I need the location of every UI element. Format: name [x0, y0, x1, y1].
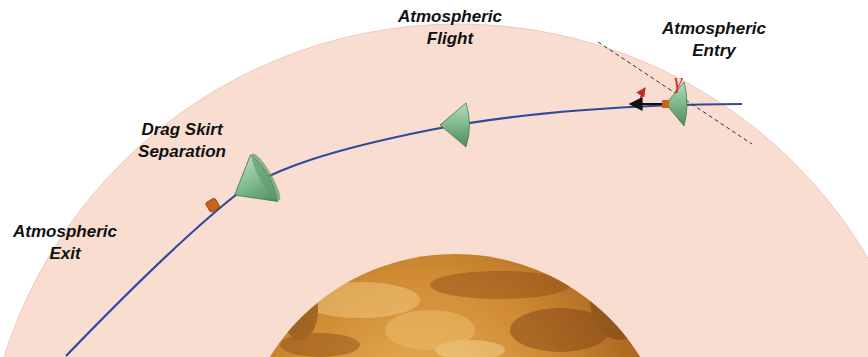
- angle-symbol: γ: [674, 70, 682, 92]
- venus-planet: [237, 254, 673, 357]
- phase-label: Atmospheric Flight: [388, 6, 512, 50]
- angle-arc: [640, 88, 645, 105]
- phase-label: Atmospheric Entry: [652, 18, 776, 62]
- flight-vehicle: [440, 103, 470, 147]
- orbiter-payload: [205, 198, 220, 213]
- phase-label: Atmospheric Exit: [3, 221, 127, 265]
- phase-label: Drag Skirt Separation: [126, 119, 238, 163]
- trajectory: [66, 104, 742, 356]
- drag-skirt: [221, 151, 284, 219]
- atmosphere: [0, 24, 868, 357]
